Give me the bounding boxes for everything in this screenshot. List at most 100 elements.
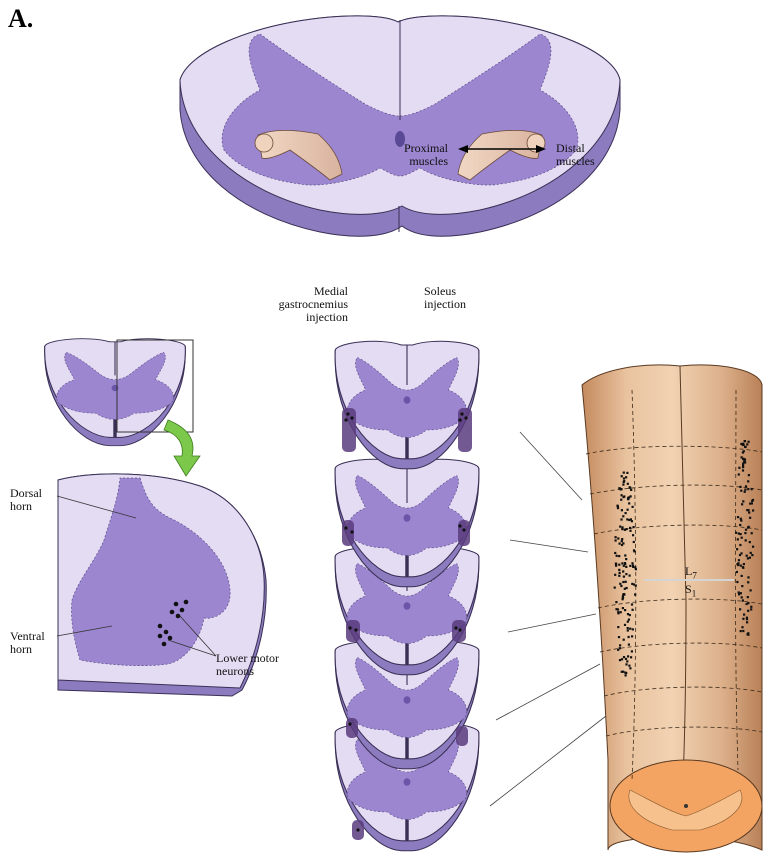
motor-neuron-dot bbox=[741, 537, 743, 539]
motor-neuron-dot bbox=[742, 567, 744, 569]
motor-neuron-dot bbox=[617, 612, 619, 614]
motor-neuron-dot bbox=[742, 630, 744, 632]
motor-neuron-dot bbox=[630, 656, 632, 658]
proximal-muscles-label: Proximal muscles bbox=[404, 142, 448, 168]
motor-neuron-dot bbox=[628, 502, 630, 504]
motor-neuron-dot bbox=[614, 587, 616, 589]
motor-neuron-dot bbox=[623, 576, 625, 578]
motor-neuron-dot bbox=[739, 544, 741, 546]
motor-neuron-dot bbox=[751, 488, 753, 490]
motor-neuron-dot bbox=[631, 635, 633, 637]
motor-neuron-dot bbox=[740, 552, 742, 554]
motor-neuron-dot bbox=[625, 581, 627, 583]
motor-neuron-dot bbox=[633, 541, 635, 543]
motor-neuron-dot bbox=[618, 564, 620, 566]
motor-neuron-dot bbox=[741, 626, 743, 628]
motor-neuron-dot bbox=[629, 565, 631, 567]
segment-s1-label: S1 bbox=[685, 583, 696, 600]
motor-neuron-dot bbox=[617, 537, 619, 539]
motor-neuron-dot bbox=[632, 609, 634, 611]
motor-neuron-dot bbox=[748, 474, 750, 476]
motor-neuron-dot bbox=[616, 555, 618, 557]
motor-neuron-dot bbox=[745, 539, 747, 541]
motor-neuron-dot bbox=[630, 495, 632, 497]
motor-neuron-dot bbox=[633, 549, 635, 551]
lower-motor-neurons-label: Lower motor neurons bbox=[216, 652, 279, 678]
motor-neuron-dot bbox=[740, 592, 742, 594]
motor-neuron-dot bbox=[625, 558, 627, 560]
motor-neuron-dot bbox=[622, 598, 624, 600]
motor-neuron-dot bbox=[740, 565, 742, 567]
motor-neuron-dot bbox=[751, 502, 753, 504]
motor-neuron-dot bbox=[746, 555, 748, 557]
motor-neuron-dot bbox=[623, 565, 625, 567]
motor-neuron-dot bbox=[629, 527, 631, 529]
motor-neuron-dot bbox=[621, 540, 623, 542]
motor-neuron-dot bbox=[619, 644, 621, 646]
motor-neuron-dot bbox=[747, 610, 749, 612]
serial-sections-stack bbox=[335, 341, 479, 850]
motor-neuron-dot bbox=[625, 476, 627, 478]
motor-neuron-dot bbox=[742, 466, 744, 468]
motor-neuron-dot bbox=[619, 543, 621, 545]
motor-neuron-dot bbox=[741, 456, 743, 458]
motor-neuron-dot bbox=[745, 529, 747, 531]
motor-neuron-dot bbox=[629, 575, 631, 577]
motor-neuron-dot bbox=[620, 518, 622, 520]
motor-neuron-dot bbox=[628, 665, 630, 667]
motor-neuron-dot bbox=[622, 671, 624, 673]
motor-neuron-dot bbox=[618, 575, 620, 577]
motor-neuron-dot bbox=[625, 658, 627, 660]
motor-neuron-dot bbox=[627, 629, 629, 631]
motor-neuron-dot bbox=[628, 519, 630, 521]
medial-gastrocnemius-label: Medial gastrocnemius injection bbox=[250, 285, 348, 324]
motor-neuron-dot bbox=[625, 573, 627, 575]
motor-neuron-dot bbox=[742, 463, 744, 465]
motor-neuron-dot bbox=[631, 562, 633, 564]
motor-neuron-dot bbox=[752, 499, 754, 501]
motor-neuron-dot bbox=[626, 587, 628, 589]
motor-neuron-dot bbox=[736, 571, 738, 573]
motor-neuron-dot bbox=[752, 509, 754, 511]
motor-neuron-dot bbox=[622, 581, 624, 583]
motor-neuron-dot bbox=[622, 484, 624, 486]
motor-neuron-dot bbox=[622, 596, 624, 598]
connector-lines bbox=[490, 432, 606, 806]
motor-neuron-dot bbox=[623, 496, 625, 498]
panel-label: A. bbox=[8, 4, 33, 34]
motor-neuron-dot bbox=[738, 467, 740, 469]
motor-neuron-dot bbox=[738, 559, 740, 561]
motor-neuron-dot bbox=[635, 568, 637, 570]
distal-muscles-label: Distal muscles bbox=[556, 142, 595, 168]
motor-neuron-dot bbox=[623, 472, 625, 474]
motor-neuron-dot bbox=[624, 624, 626, 626]
motor-neuron-dot bbox=[741, 575, 743, 577]
motor-neuron-dot bbox=[629, 628, 631, 630]
motor-neuron-dot bbox=[635, 585, 637, 587]
motor-neuron-dot bbox=[621, 538, 623, 540]
motor-neuron-dot bbox=[749, 557, 751, 559]
motor-neuron-dot bbox=[740, 520, 742, 522]
motor-neuron-dot bbox=[745, 446, 747, 448]
segment-l7-label: L7 bbox=[685, 565, 697, 582]
motor-neuron-dot bbox=[628, 644, 630, 646]
motor-neuron-dot bbox=[615, 536, 617, 538]
motor-neuron-dot bbox=[744, 459, 746, 461]
motor-neuron-dot bbox=[748, 526, 750, 528]
motor-neuron-dot bbox=[620, 499, 622, 501]
motor-neuron-dot bbox=[742, 451, 744, 453]
motor-neuron-dot bbox=[747, 576, 749, 578]
motor-neuron-dot bbox=[748, 441, 750, 443]
motor-neuron-dot bbox=[740, 630, 742, 632]
motor-neuron-dot bbox=[620, 585, 622, 587]
motor-neuron-dot bbox=[752, 546, 754, 548]
motor-neuron-dot bbox=[735, 532, 737, 534]
motor-neuron-dot bbox=[625, 674, 627, 676]
motor-neuron-dot bbox=[747, 480, 749, 482]
motor-neuron-dot bbox=[620, 611, 622, 613]
motor-neuron-dot bbox=[627, 509, 629, 511]
motor-neuron-dot bbox=[750, 608, 752, 610]
motor-neuron-dot bbox=[626, 660, 628, 662]
motor-neuron-dot bbox=[743, 614, 745, 616]
